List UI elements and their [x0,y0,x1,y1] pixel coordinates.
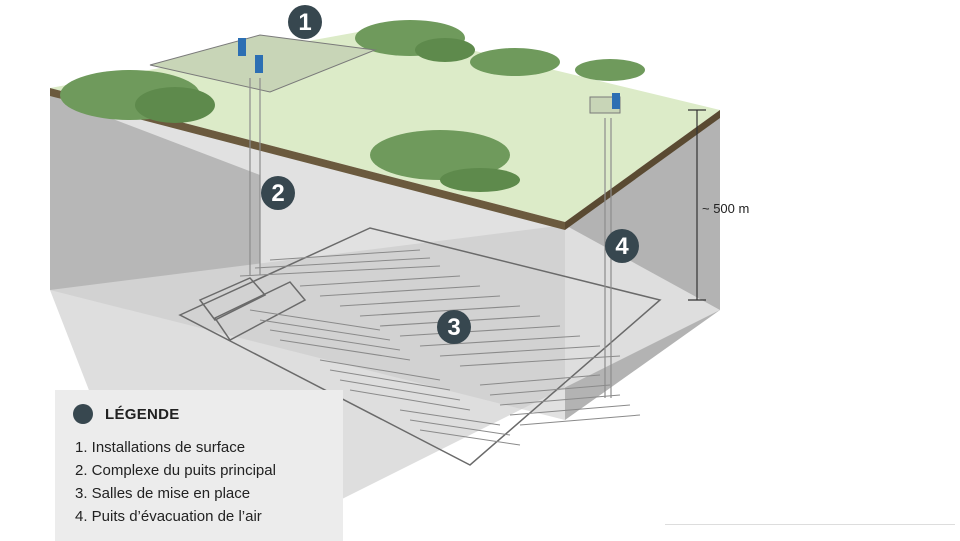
ground-front-edge [50,88,565,230]
svg-text:3: 3 [447,314,460,341]
legend-item: 4. Puits d’évacuation de l’air [75,508,262,525]
legend-dot-icon [73,404,93,424]
ground-right-edge [565,110,720,230]
svg-text:4: 4 [615,233,629,260]
legend-title: LÉGENDE [105,405,180,423]
marker-4: 4 [605,229,639,263]
depth-label: ~ 500 m [702,201,749,216]
shafts [249,78,612,398]
hills [60,20,645,192]
marker-1: 1 [288,5,322,39]
legend: LÉGENDE 1. Installations de surface 2. C… [55,390,343,541]
legend-list: 1. Installations de surface 2. Complexe … [73,436,343,528]
divider [665,524,955,525]
repository-panels [178,227,662,466]
legend-header: LÉGENDE [73,402,343,426]
legend-item: 3. Salles de mise en place [75,485,251,502]
legend-item: 1. Installations de surface [75,439,246,456]
legend-item: 2. Complexe du puits principal [75,462,276,479]
surface-facilities [149,34,621,114]
depth-dimension [688,109,706,301]
svg-text:2: 2 [271,180,284,207]
marker-3: 3 [437,310,471,344]
marker-2: 2 [261,176,295,210]
svg-text:1: 1 [298,9,311,36]
